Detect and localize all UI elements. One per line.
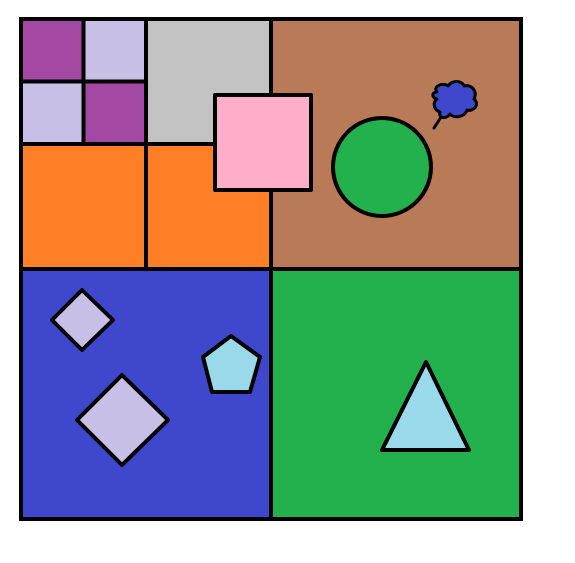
purple-square-top-left: [19, 17, 86, 84]
lavender-square-top-right: [81, 17, 148, 84]
purple-square-bottom-right: [81, 79, 148, 146]
blue-blob: [431, 80, 478, 130]
lavender-diamond-large: [75, 373, 170, 467]
pink-l-shape: [213, 93, 313, 192]
orange-square-right: [144, 142, 273, 271]
lavender-diamond-small: [50, 288, 115, 352]
lavender-square-bottom-left: [19, 79, 86, 146]
quadrant-bottom-right: [269, 267, 523, 521]
orange-square-left: [19, 142, 148, 271]
outer-border: [19, 17, 523, 521]
light-blue-triangle: [380, 360, 471, 452]
light-blue-pentagon: [201, 334, 262, 394]
green-circle: [331, 116, 433, 218]
